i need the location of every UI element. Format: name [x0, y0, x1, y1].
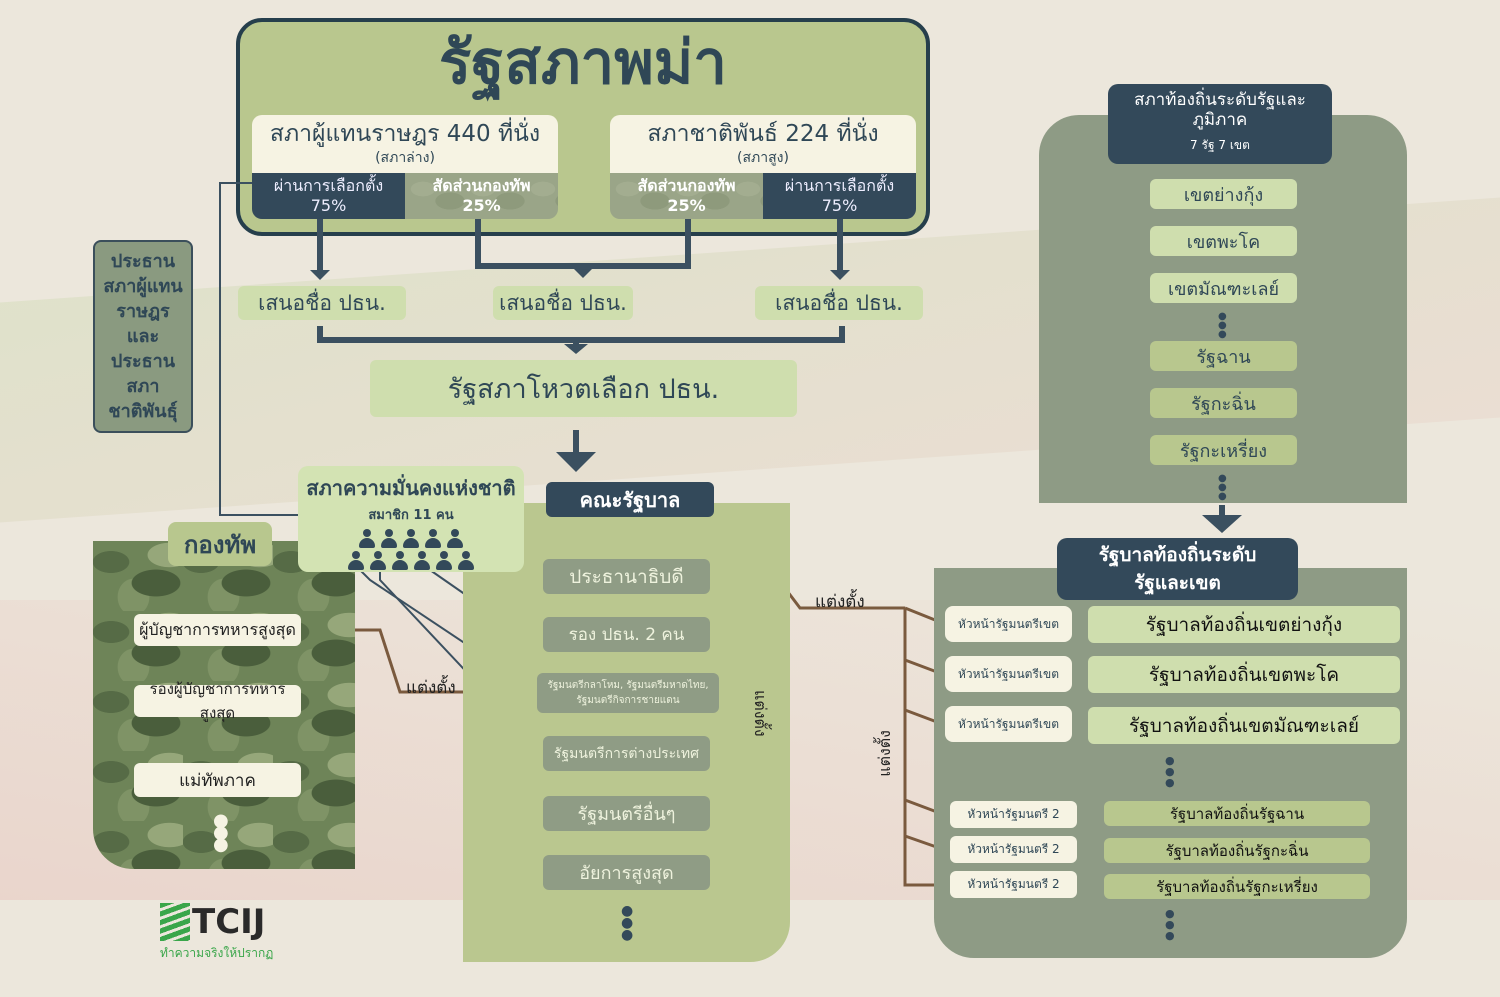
- upper-elected: ผ่านการเลือกตั้ง: [784, 176, 895, 195]
- person-icon: [381, 529, 397, 549]
- person-icon: [348, 551, 364, 571]
- local-gov-karen: รัฐบาลท้องถิ่นรัฐกะเหรี่ยง: [1104, 874, 1370, 899]
- chief-minister: หัวหน้ารัฐมนตรี 2: [950, 871, 1077, 898]
- upper-elected-pct: 75%: [821, 196, 858, 215]
- more-dots-icon: ●●●: [213, 810, 229, 855]
- logo-mark-icon: [160, 903, 190, 941]
- more-dots-icon: ●●●: [1218, 473, 1227, 502]
- lower-elected: ผ่านการเลือกตั้ง: [273, 176, 384, 195]
- speakers-box: ประธานสภาผู้แทนราษฎรและประธานสภาชาติพันธ…: [93, 240, 193, 433]
- person-icon: [403, 529, 419, 549]
- upper-military-pct: 25%: [667, 196, 706, 215]
- more-dots-icon: ●●●: [1165, 907, 1175, 942]
- chief-minister: หัวหน้ารัฐมนตรี 2: [950, 801, 1077, 828]
- nsc-members: สมาชิก 11 คน: [368, 508, 454, 523]
- cabinet-president: ประธานาธิบดี: [543, 559, 710, 594]
- nominate-box-military: เสนอชื่อ ปธน.: [493, 286, 633, 320]
- army-item-commander: ผู้บัญชาการทหารสูงสุด: [134, 614, 301, 646]
- upper-house-name: สภาชาติพันธ์ 224 ที่นั่ง: [647, 121, 879, 147]
- parliament-vote-box: รัฐสภาโหวตเลือก ปธน.: [370, 360, 797, 417]
- region-yangon: เขตย่างกุ้ง: [1150, 179, 1297, 209]
- nominate-box-lower: เสนอชื่อ ปธน.: [238, 286, 406, 320]
- nsc-title: สภาความมั่นคงแห่งชาติ: [306, 476, 516, 500]
- lower-house-sub: (สภาล่าง): [375, 150, 435, 166]
- chief-minister: หัวหน้ารัฐมนตรี 2: [950, 836, 1077, 863]
- logo-name: TCIJ: [192, 902, 266, 942]
- lower-military-pct: 25%: [462, 196, 501, 215]
- region-mandalay: เขตมัณฑะเลย์: [1150, 273, 1297, 303]
- lower-military: สัดส่วนกองทัพ: [432, 176, 531, 195]
- army-item-regional: แม่ทัพภาค: [134, 763, 301, 797]
- page-title: รัฐสภาพม่า: [439, 27, 727, 98]
- upper-house-sub: (สภาสูง): [737, 150, 789, 166]
- state-kachin: รัฐกะฉิ่น: [1150, 388, 1297, 418]
- state-karen: รัฐกะเหรี่ยง: [1150, 435, 1297, 465]
- local-gov-bago: รัฐบาลท้องถิ่นเขตพะโค: [1088, 656, 1400, 693]
- person-icon: [436, 551, 452, 571]
- lower-house-name: สภาผู้แทนราษฎร 440 ที่นั่ง: [269, 121, 541, 147]
- cabinet-foreign-minister: รัฐมนตรีการต่างประเทศ: [543, 736, 710, 771]
- regional-parliament-header: สภาท้องถิ่นระดับรัฐและภูมิภาค 7 รัฐ 7 เข…: [1108, 84, 1332, 164]
- cabinet-other-ministers: รัฐมนตรีอื่นๆ: [543, 796, 710, 831]
- person-icon: [447, 529, 463, 549]
- appoint-label-army: แต่งตั้ง: [406, 678, 456, 698]
- lower-house-card: สภาผู้แทนราษฎร 440 ที่นั่ง (สภาล่าง) ผ่า…: [252, 115, 558, 219]
- tcij-logo: TCIJ ทำความจริงให้ปรากฏ: [160, 902, 273, 963]
- more-dots-icon: ●●●: [1218, 311, 1227, 340]
- more-dots-icon: ●●●: [621, 903, 634, 943]
- chief-minister: หัวหน้ารัฐมนตรีเขต: [945, 606, 1072, 642]
- person-icon: [458, 551, 474, 571]
- local-gov-shan: รัฐบาลท้องถิ่นรัฐฉาน: [1104, 801, 1370, 826]
- person-icon: [370, 551, 386, 571]
- more-dots-icon: ●●●: [1165, 754, 1175, 789]
- army-label: กองทัพ: [168, 522, 272, 566]
- appoint-label-cabinet: แต่งตั้ง: [751, 690, 770, 737]
- upper-house-card: สภาชาติพันธ์ 224 ที่นั่ง (สภาสูง) สัดส่ว…: [610, 115, 916, 219]
- upper-military: สัดส่วนกองทัพ: [637, 176, 736, 195]
- lower-elected-pct: 75%: [310, 196, 347, 215]
- nsc-box: สภาความมั่นคงแห่งชาติ สมาชิก 11 คน: [298, 466, 524, 572]
- appoint-label-local: แต่งตั้ง: [815, 592, 865, 612]
- local-gov-mandalay: รัฐบาลท้องถิ่นเขตมัณฑะเลย์: [1088, 707, 1400, 744]
- person-icon: [392, 551, 408, 571]
- logo-tagline: ทำความจริงให้ปรากฏ: [160, 946, 274, 960]
- army-item-deputy: รองผู้บัญชาการทหารสูงสุด: [134, 680, 301, 722]
- cabinet-label: คณะรัฐบาล: [546, 482, 714, 517]
- person-icon: [359, 529, 375, 549]
- people-icon: [298, 529, 524, 572]
- chief-minister: หัวหน้ารัฐมนตรีเขต: [945, 656, 1072, 692]
- local-government-header: รัฐบาลท้องถิ่นระดับรัฐและเขต: [1057, 538, 1298, 600]
- region-bago: เขตพะโค: [1150, 226, 1297, 256]
- regional-parliament-sub: 7 รัฐ 7 เขต: [1190, 138, 1250, 152]
- chief-minister: หัวหน้ารัฐมนตรีเขต: [945, 706, 1072, 742]
- nominate-box-upper: เสนอชื่อ ปธน.: [755, 286, 923, 320]
- cabinet-attorney-general: อัยการสูงสุด: [543, 855, 710, 890]
- person-icon: [414, 551, 430, 571]
- local-gov-yangon: รัฐบาลท้องถิ่นเขตย่างกุ้ง: [1088, 606, 1400, 643]
- appoint-label-ministers: แต่งตั้ง: [875, 730, 894, 777]
- cabinet-security-ministers: รัฐมนตรีกลาโหม, รัฐมนตรีมหาดไทย, รัฐมนตร…: [537, 673, 719, 713]
- cabinet-vice-presidents: รอง ปธน. 2 คน: [543, 617, 710, 652]
- local-gov-kachin: รัฐบาลท้องถิ่นรัฐกะฉิ่น: [1104, 838, 1370, 863]
- person-icon: [425, 529, 441, 549]
- regional-parliament-title: สภาท้องถิ่นระดับรัฐและภูมิภาค: [1134, 90, 1306, 130]
- state-shan: รัฐฉาน: [1150, 341, 1297, 371]
